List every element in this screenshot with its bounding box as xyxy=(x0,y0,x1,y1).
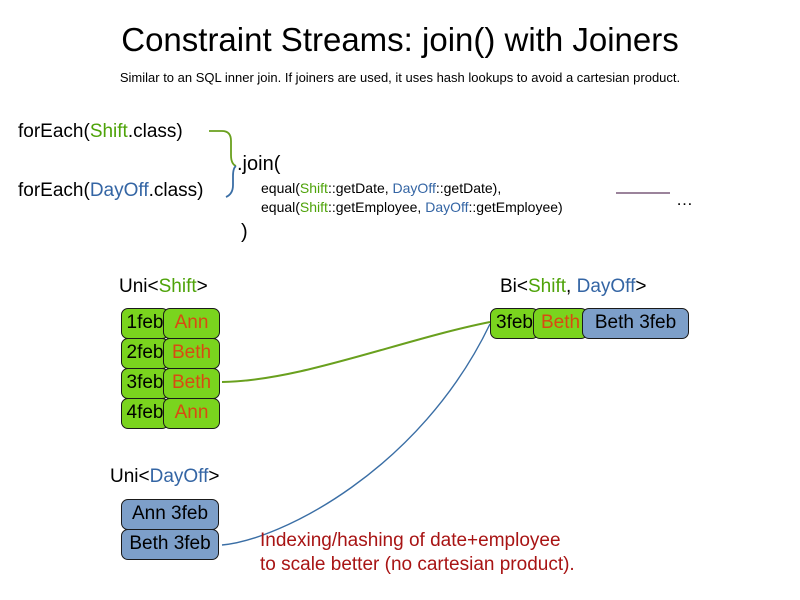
code-foreach-dayoff: forEach(DayOff.class) xyxy=(18,179,204,203)
bi-label-suffix: > xyxy=(635,276,647,297)
dayoff-cell: Beth 3feb xyxy=(121,529,219,560)
shift-date-cell: 4feb xyxy=(121,398,169,429)
shift-date-cell: 2feb xyxy=(121,338,169,369)
shift-name-cell: Ann xyxy=(163,308,220,339)
uni-dayoff-label-type: DayOff xyxy=(149,466,209,487)
foreach-dayoff-type: DayOff xyxy=(89,180,149,201)
joiner-1-left-type: Shift xyxy=(299,199,328,215)
bi-label-separator: , xyxy=(566,276,577,297)
uni-shift-label-prefix: Uni< xyxy=(119,276,159,297)
foreach-shift-prefix: forEach( xyxy=(18,121,90,142)
bi-label-prefix: Bi< xyxy=(500,276,528,297)
curve-shift-to-bi xyxy=(221,321,491,383)
table-row: 2feb Beth xyxy=(121,338,220,369)
bi-label-type-b: DayOff xyxy=(576,276,636,297)
annotation-note: Indexing/hashing of date+employee to sca… xyxy=(260,529,575,577)
joiner-0-right-type: DayOff xyxy=(392,180,436,196)
uni-dayoff-label-suffix: > xyxy=(208,466,220,487)
foreach-shift-suffix: .class) xyxy=(127,121,183,142)
shift-name-cell: Ann xyxy=(163,398,220,429)
joiner-1-call: equal( xyxy=(261,199,300,215)
dayoff-cell: Ann 3feb xyxy=(121,499,219,530)
uni-shift-label-suffix: > xyxy=(196,276,208,297)
shift-date-cell: 3feb xyxy=(121,368,169,399)
bi-date-cell: 3feb xyxy=(490,308,539,339)
table-row: Beth 3feb xyxy=(121,529,219,560)
uni-shift-label-type: Shift xyxy=(158,276,197,297)
foreach-dayoff-prefix: forEach( xyxy=(18,180,90,201)
annotation-line-1: Indexing/hashing of date+employee xyxy=(260,530,561,551)
table-row: Ann 3feb xyxy=(121,499,219,530)
code-joiner-0: equal(Shift::getDate, DayOff::getDate), xyxy=(261,179,501,197)
bi-pair-cell: Beth 3feb xyxy=(582,308,689,339)
label-bi-stream: Bi<Shift, DayOff> xyxy=(500,275,646,299)
annotation-line-2: to scale better (no cartesian product). xyxy=(260,554,575,575)
joiner-0-left-method: ::getDate, xyxy=(327,180,393,196)
page-title: Constraint Streams: join() with Joiners xyxy=(121,21,679,58)
code-join-close: ) xyxy=(241,221,248,243)
joiner-1-right-method: ::getEmployee) xyxy=(468,199,563,215)
joiner-0-call: equal( xyxy=(261,180,300,196)
joiner-1-right-type: DayOff xyxy=(425,199,469,215)
joiner-0-left-type: Shift xyxy=(299,180,328,196)
joiner-0-right-method: ::getDate), xyxy=(435,180,502,196)
table-row: 1feb Ann xyxy=(121,308,220,339)
curve-dayoff-to-bi xyxy=(221,323,491,546)
joiner-1-left-method: ::getEmployee, xyxy=(327,199,426,215)
shift-name-cell: Beth xyxy=(163,338,220,369)
code-joiner-1: equal(Shift::getEmployee, DayOff::getEmp… xyxy=(261,198,563,216)
table-row: 3feb Beth Beth 3feb xyxy=(490,308,689,339)
bi-label-type-a: Shift xyxy=(528,276,567,297)
foreach-shift-type: Shift xyxy=(89,121,128,142)
code-join-open: .join( xyxy=(237,153,281,175)
label-uni-shift: Uni<Shift> xyxy=(119,275,208,299)
code-ellipsis: … xyxy=(676,190,693,209)
uni-dayoff-label-prefix: Uni< xyxy=(110,466,150,487)
code-foreach-shift: forEach(Shift.class) xyxy=(18,120,183,144)
table-row: 4feb Ann xyxy=(121,398,220,429)
brace-shift-to-join xyxy=(209,130,237,167)
foreach-dayoff-suffix: .class) xyxy=(148,180,204,201)
page-subtitle: Similar to an SQL inner join. If joiners… xyxy=(119,70,681,85)
brace-dayoff-to-join xyxy=(225,165,237,198)
shift-name-cell: Beth xyxy=(163,368,220,399)
table-row: 3feb Beth xyxy=(121,368,220,399)
shift-date-cell: 1feb xyxy=(121,308,169,339)
bi-name-cell: Beth xyxy=(533,308,588,339)
label-uni-dayoff: Uni<DayOff> xyxy=(110,465,220,489)
